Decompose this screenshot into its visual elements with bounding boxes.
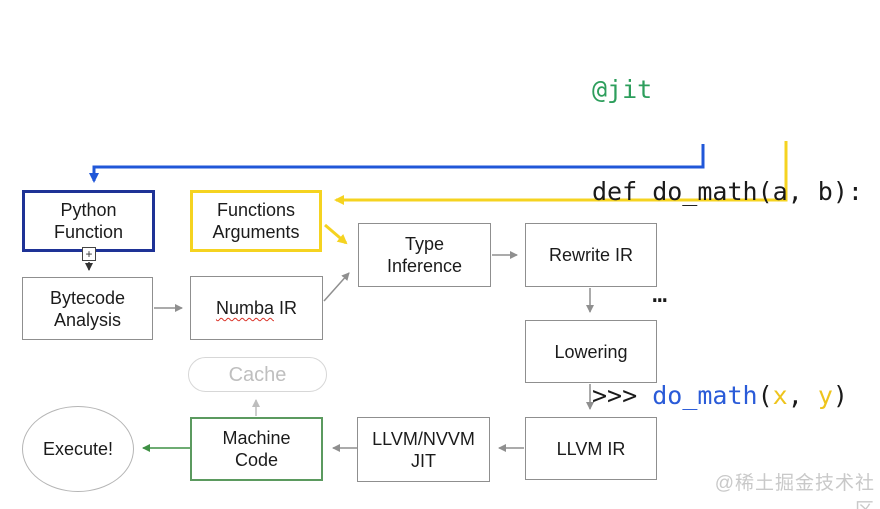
arrow-args-to-functions-arguments <box>334 141 788 205</box>
node-execute: Execute! <box>22 406 134 492</box>
repl-call-line: >>> do_math(x, y) <box>592 379 863 413</box>
paren-close: ) <box>832 381 848 410</box>
call-function-name: do_math <box>652 381 758 410</box>
node-functions-arguments: Functions Arguments <box>190 190 322 252</box>
expand-plus-icon: + <box>82 247 96 261</box>
numba-word-spellcheck: Numba <box>215 298 274 318</box>
node-execute-label: Execute! <box>42 439 114 459</box>
node-numba-ir: Numba IR <box>190 276 323 340</box>
node-python-function: Python Function <box>22 190 155 252</box>
node-llvm-nvvm-jit-label: LLVM/NVVM JIT <box>372 428 475 471</box>
node-functions-arguments-label: Functions Arguments <box>212 200 300 242</box>
node-rewrite-ir-label: Rewrite IR <box>548 245 633 265</box>
arg-x: x <box>772 381 788 410</box>
arrow-code-to-python-function <box>89 144 705 183</box>
arrow-functions-arguments-to-type-inference <box>324 223 348 245</box>
arg-separator: , <box>787 381 818 410</box>
node-lowering: Lowering <box>525 320 657 383</box>
node-bytecode-analysis: Bytecode Analysis <box>22 277 153 340</box>
node-lowering-label: Lowering <box>554 341 628 362</box>
jit-decorator-line: @jit <box>592 75 653 104</box>
node-cache: Cache <box>188 357 327 392</box>
arrow-numba-ir-to-type-inference <box>323 272 350 302</box>
node-machine-code-label: Machine Code <box>222 428 291 470</box>
code-snippet: @jit def do_math(a, b): … >>> do_math(x,… <box>592 5 863 481</box>
arg-y: y <box>817 381 833 410</box>
paren-open: ( <box>757 381 773 410</box>
node-llvm-nvvm-jit: LLVM/NVVM JIT <box>357 417 490 482</box>
def-line: def do_math(a, b): <box>592 177 863 206</box>
node-llvm-ir: LLVM IR <box>525 417 657 480</box>
node-cache-label: Cache <box>228 363 287 386</box>
node-rewrite-ir: Rewrite IR <box>525 223 657 287</box>
watermark-text: @稀土掘金技术社区 <box>714 473 875 509</box>
node-type-inference-label: Type Inference <box>386 234 463 276</box>
node-numba-ir-label: Numba IR <box>215 298 298 318</box>
node-type-inference: Type Inference <box>358 223 491 287</box>
repl-prompt: >>> <box>592 381 653 410</box>
node-machine-code: Machine Code <box>190 417 323 481</box>
node-bytecode-analysis-label: Bytecode Analysis <box>49 287 126 330</box>
node-python-function-label: Python Function <box>53 200 124 242</box>
node-llvm-ir-label: LLVM IR <box>556 438 626 459</box>
